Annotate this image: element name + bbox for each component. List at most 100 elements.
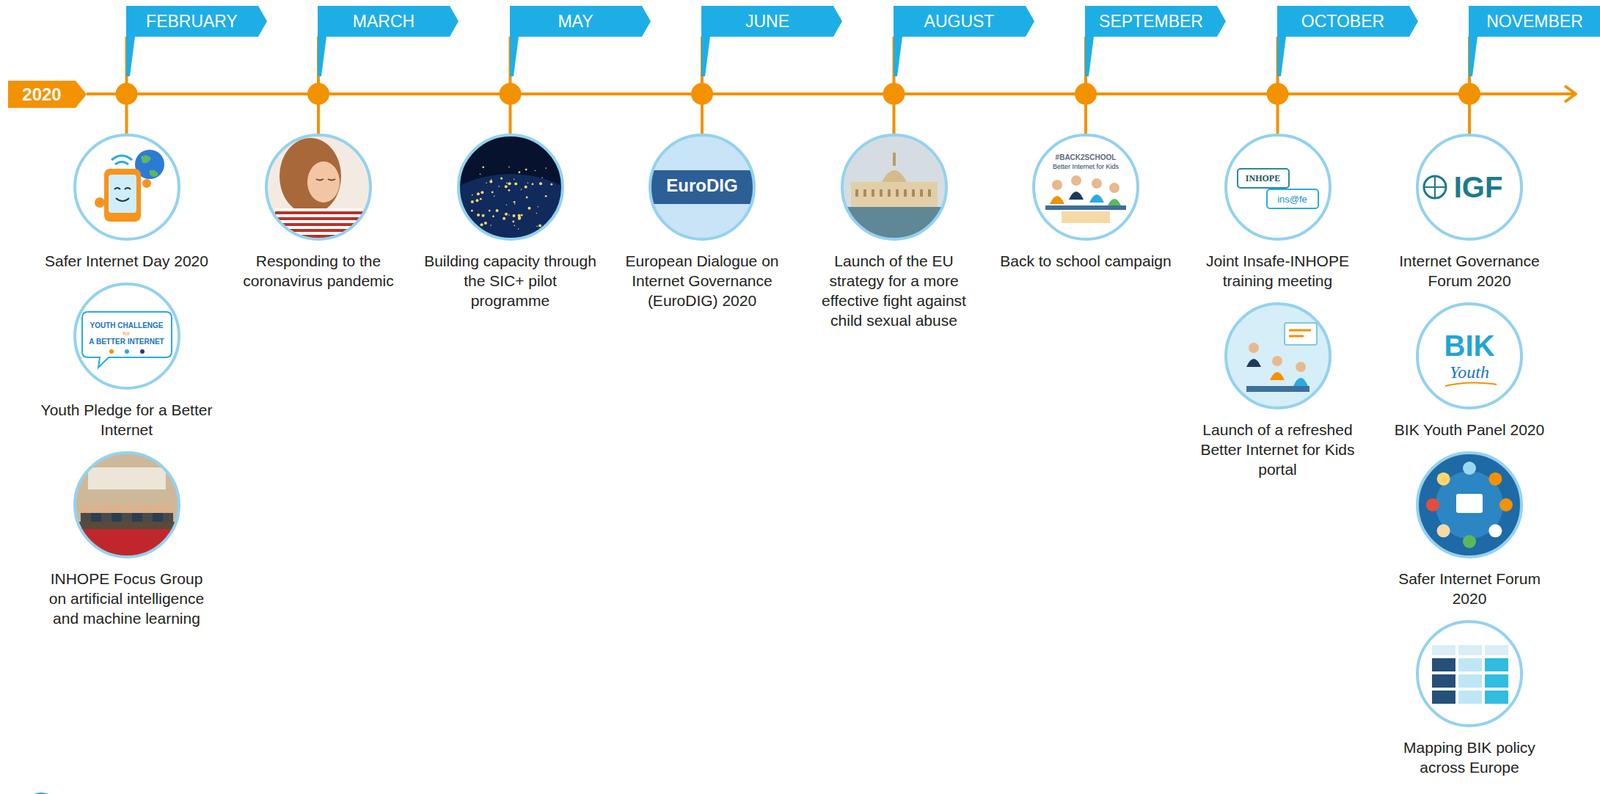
photo-body [80,512,91,524]
city-light [502,217,506,221]
grid-header [1432,644,1456,656]
event-illustration [1415,619,1523,728]
event-caption: European Dialogue on Internet Governance… [615,250,789,311]
tablet-body [104,168,141,222]
grid-cell [1458,674,1482,688]
photo-head [81,503,91,513]
art-ground [1415,133,1523,241]
event-ring [842,134,947,240]
portal-laptop [1246,385,1310,392]
city-light [541,176,543,179]
logo-text: IGF [1454,172,1504,202]
figure-body [1269,371,1285,381]
event-ring [1225,303,1331,408]
logo-box [1237,168,1289,188]
tablet-screen [108,174,137,213]
dome [881,170,907,182]
city-light [485,181,488,184]
month-label: OCTOBER [1277,5,1410,37]
month-label: MARCH [317,5,450,37]
city-light [512,178,515,180]
window [895,189,899,197]
event-caption: Building capacity through the SIC+ pilot… [424,250,598,311]
figure-head [1248,342,1259,353]
tablet-hand [142,179,152,188]
portal-lines [1288,330,1311,336]
grid-cell [1432,658,1456,672]
flag-fill [509,5,651,77]
event-node: BIK Youth Panel 2020BIKYouth [1382,302,1556,440]
city-light [472,229,475,232]
event-ring [74,283,180,389]
art-ground [264,133,372,241]
window [879,189,883,197]
city-light [520,214,523,217]
shirt-stripe [275,217,364,221]
art-ground [1224,133,1332,241]
flag-fill [701,5,843,77]
art-ground [1032,133,1140,241]
logo-text: ins@fe [1277,194,1308,204]
forum-figure [1437,523,1451,538]
event-caption: Back to school campaign [999,250,1173,271]
city-light [545,167,547,169]
timeline-dot [883,82,906,105]
city-light [513,203,515,205]
flag-fill [317,5,459,77]
figure-head [1051,179,1063,191]
timeline-dot [307,82,330,105]
city-light [506,182,508,185]
event-circle [1224,302,1332,410]
event-illustration [1224,133,1332,241]
corner-badge [22,792,61,794]
logo-text: Youth [1449,363,1490,381]
logo-box [1266,189,1319,209]
month-label: FEBRUARY [126,5,259,37]
city-light [490,191,493,194]
city-light [507,182,510,185]
window [887,189,891,197]
event-node: Launch of the EU strategy for a more eff… [807,133,981,331]
figure-head [1091,178,1102,189]
figure-head [1272,355,1283,367]
city-light [512,214,515,218]
city-light [481,214,485,218]
art-ground [1224,302,1332,410]
school-desk [1045,205,1127,210]
swoosh [1445,382,1497,386]
grid-cell [1484,690,1509,704]
logo-text: YOUTH CHALLENGE [90,322,164,330]
city-light [535,212,538,215]
tablet-hand [94,197,105,208]
photo-table [73,521,181,529]
city-light [514,181,518,185]
forum-figure [1462,534,1477,549]
event-circle [1415,619,1523,728]
event-ring [1033,134,1138,240]
timeline-dot [1074,82,1097,105]
event-node: INHOPE Focus Group on artificial intelli… [40,451,214,628]
city-light [479,173,481,176]
city-light [504,212,508,216]
shirt-stripe [275,223,364,226]
month-label: AUGUST [893,5,1026,37]
event-node: Safer Internet Forum 2020 [1382,451,1556,609]
forum-figure [1488,472,1502,486]
city-light [500,177,503,180]
art-ground [1415,302,1523,410]
city-light [505,203,507,206]
building [850,181,938,207]
event-illustration [73,133,181,241]
event-caption: Responding to the coronavirus pandemic [231,250,405,291]
logo-text: Better Internet for Kids [1052,163,1119,171]
city-light [479,223,483,226]
photo-body [101,512,112,524]
figure-body [1246,358,1262,367]
hair [279,137,342,215]
figure-head [1071,175,1082,186]
forum-screen [1456,493,1483,513]
event-node: Mapping BIK policy across Europe [1382,619,1556,777]
window [863,189,867,197]
photo-floor [73,528,181,559]
